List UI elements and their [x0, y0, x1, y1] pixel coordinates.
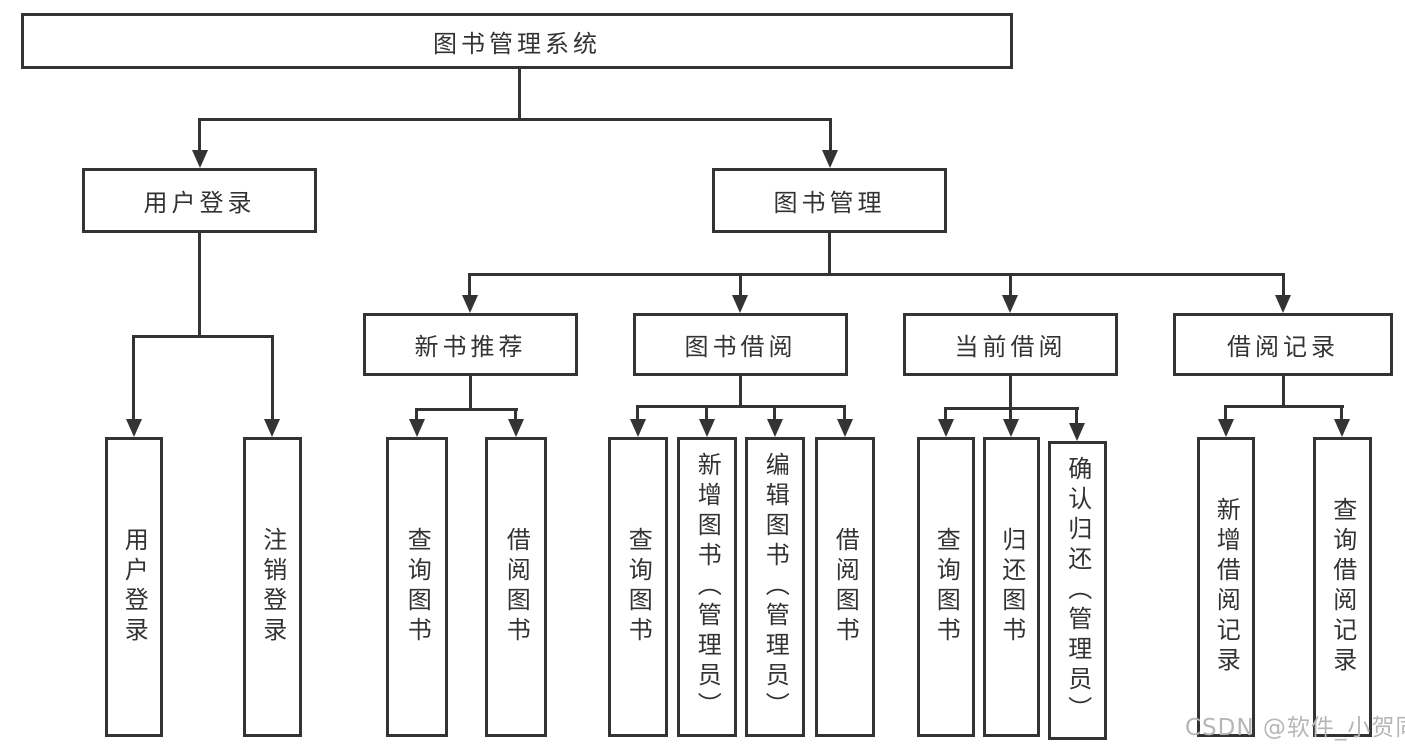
connector-g4-rail	[1224, 405, 1344, 408]
connector-book-management-stem	[828, 233, 831, 273]
connector-user-login-rail	[132, 335, 274, 338]
connector-drop-book-management	[829, 118, 832, 152]
connector-drop-book-borrow	[739, 273, 742, 297]
arrowhead-book-management	[822, 150, 838, 168]
connector-g1-stem	[469, 376, 472, 408]
arrowhead-g3-3	[1069, 423, 1085, 441]
connector-g2-drop-2	[705, 405, 708, 420]
connector-g1-drop-2	[514, 408, 517, 420]
connector-g4-stem	[1282, 376, 1285, 405]
connector-g1-drop-1	[415, 408, 418, 420]
connector-user-login-stem	[198, 233, 201, 335]
connector-g3-drop-2	[1009, 407, 1012, 420]
arrowhead-borrow-record	[1275, 295, 1291, 313]
connector-drop-logout	[271, 335, 274, 421]
connector-g3-stem	[1009, 376, 1012, 407]
arrowhead-g1-1	[409, 419, 425, 437]
connector-g2-stem	[739, 376, 742, 405]
leaf-g3-confirm-return-admin: 确认归还（管理员）	[1048, 441, 1107, 740]
arrowhead-g4-2	[1334, 419, 1350, 437]
connector-drop-borrow-record	[1282, 273, 1285, 297]
leaf-g2-query-book: 查询图书	[608, 437, 668, 737]
connector-g3-drop-1	[944, 407, 947, 420]
connector-g4-drop-1	[1224, 405, 1227, 420]
connector-book-management-rail	[468, 273, 1285, 276]
leaf-g2-edit-book-admin: 编辑图书（管理员）	[745, 437, 805, 737]
leaf-g3-return-book: 归还图书	[983, 437, 1040, 737]
arrowhead-g3-2	[1003, 419, 1019, 437]
arrowhead-user-login	[192, 150, 208, 168]
node-current-borrow: 当前借阅	[903, 313, 1118, 376]
node-root: 图书管理系统	[21, 13, 1013, 69]
leaf-g4-query-borrow-record: 查询借阅记录	[1313, 437, 1372, 737]
node-new-book-recommend: 新书推荐	[363, 313, 578, 376]
arrowhead-logout	[264, 419, 280, 437]
csdn-watermark: CSDN @软件_小贺同学	[1185, 715, 1405, 741]
arrowhead-book-borrow	[732, 295, 748, 313]
connector-g4-drop-2	[1340, 405, 1343, 420]
connector-g2-drop-4	[843, 405, 846, 420]
node-borrow-record: 借阅记录	[1173, 313, 1393, 376]
connector-g2-drop-3	[773, 405, 776, 420]
arrowhead-g2-2	[699, 419, 715, 437]
node-book-management: 图书管理	[712, 168, 947, 233]
arrowhead-g2-1	[630, 419, 646, 437]
connector-drop-current-borrow	[1009, 273, 1012, 297]
leaf-g1-query-book: 查询图书	[386, 437, 448, 737]
arrowhead-new-book	[462, 295, 478, 313]
connector-g3-drop-3	[1075, 407, 1078, 424]
leaf-g4-add-borrow-record: 新增借阅记录	[1197, 437, 1255, 737]
connector-drop-login	[132, 335, 135, 421]
arrowhead-g4-1	[1218, 419, 1234, 437]
node-user-login: 用户登录	[82, 168, 317, 233]
connector-drop-user-login	[198, 118, 201, 152]
leaf-g1-borrow-book: 借阅图书	[485, 437, 547, 737]
leaf-g3-query-book: 查询图书	[917, 437, 975, 737]
arrowhead-g2-3	[767, 419, 783, 437]
leaf-logout: 注销登录	[243, 437, 302, 737]
arrowhead-current-borrow	[1002, 295, 1018, 313]
arrowhead-g2-4	[837, 419, 853, 437]
connector-drop-new-book	[468, 273, 471, 297]
arrowhead-g3-1	[938, 419, 954, 437]
node-book-borrow: 图书借阅	[633, 313, 848, 376]
leaf-g2-add-book-admin: 新增图书（管理员）	[677, 437, 737, 737]
leaf-g2-borrow-book: 借阅图书	[815, 437, 875, 737]
connector-root-rail	[198, 118, 832, 121]
leaf-user-login: 用户登录	[105, 437, 163, 737]
connector-g2-rail	[636, 405, 846, 408]
connector-g1-rail	[415, 408, 518, 411]
arrowhead-login	[126, 419, 142, 437]
connector-root-stem	[518, 69, 521, 118]
connector-g2-drop-1	[636, 405, 639, 420]
arrowhead-g1-2	[508, 419, 524, 437]
